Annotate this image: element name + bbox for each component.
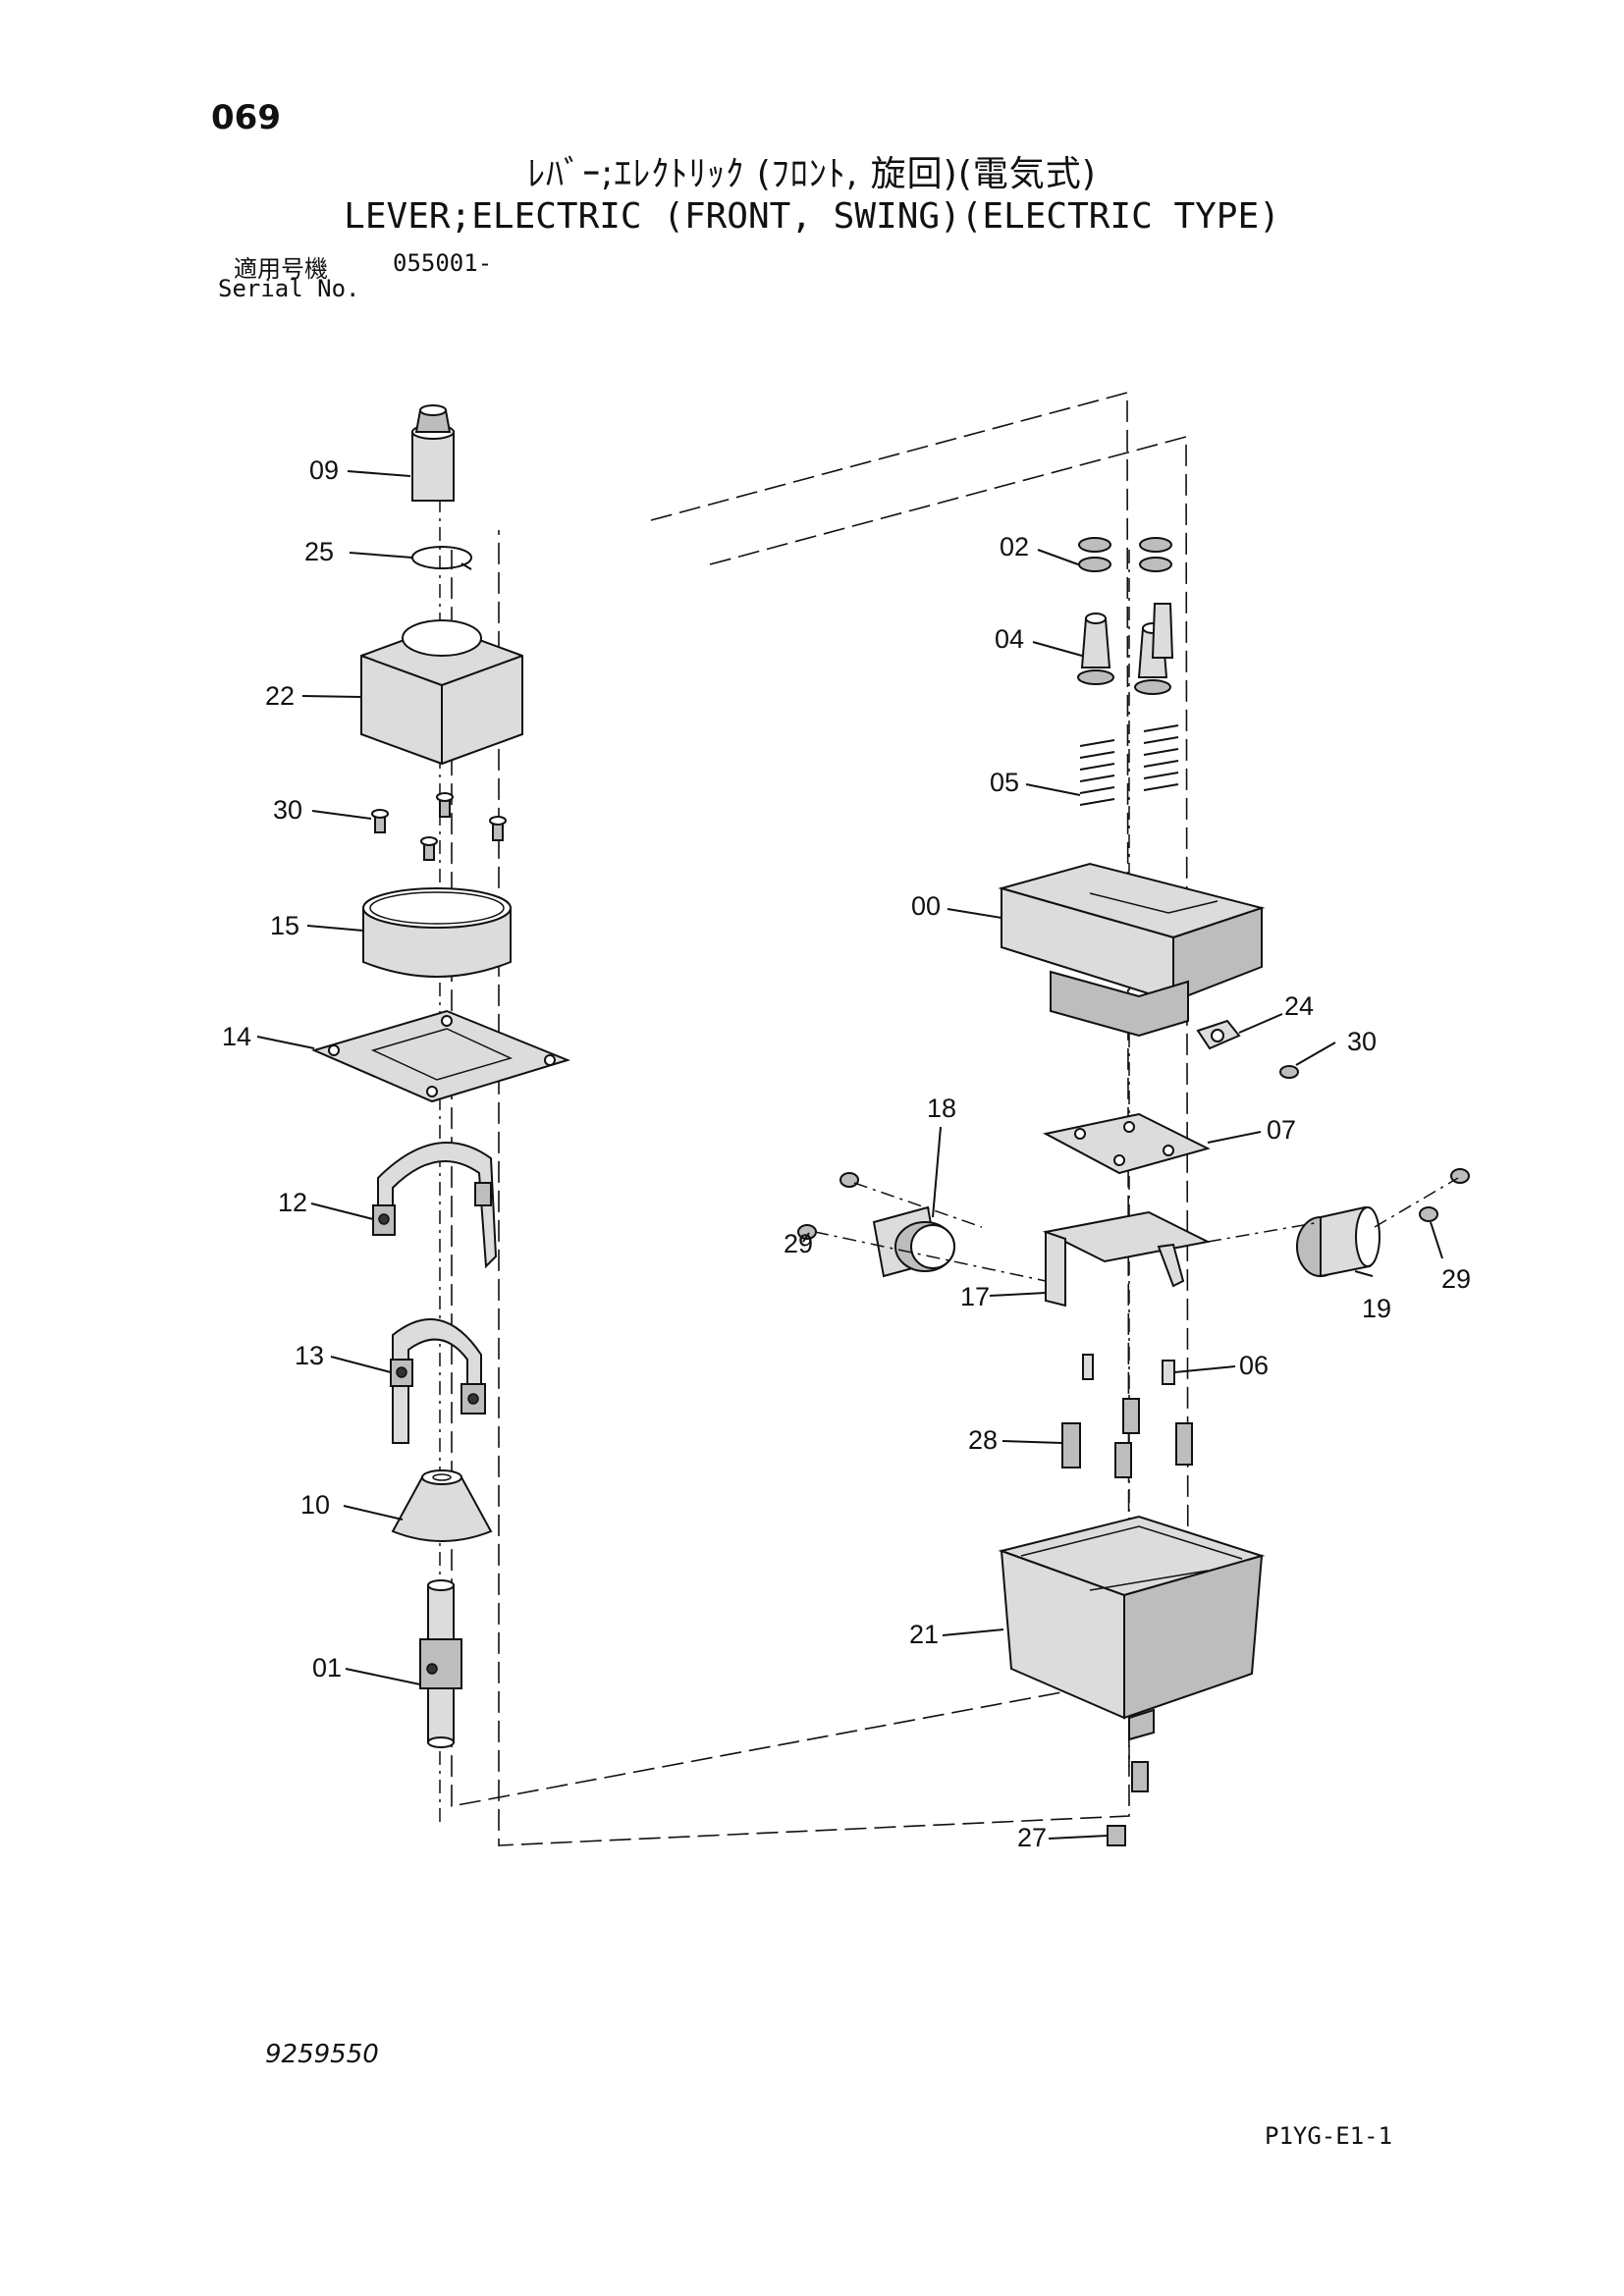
part-14-gasket xyxy=(311,1009,570,1103)
title-japanese: ﾚﾊﾞｰ;ｴﾚｸﾄﾘｯｸ (ﾌﾛﾝﾄ, 旋回)(電気式) xyxy=(527,154,1097,194)
callout-30-right: 30 xyxy=(1347,1027,1377,1056)
part-07-plate xyxy=(1043,1112,1211,1175)
callout-19: 19 xyxy=(1362,1294,1391,1323)
callout-30: 30 xyxy=(273,795,302,825)
part-27-screws xyxy=(1107,1761,1149,1846)
callout-29-right: 29 xyxy=(1441,1264,1471,1294)
title-english: LEVER;ELECTRIC (FRONT, SWING)(ELECTRIC T… xyxy=(344,196,1280,237)
part-15-band xyxy=(362,887,512,978)
part-25-ring xyxy=(411,546,472,570)
callout-15: 15 xyxy=(270,911,299,940)
part-02-seals xyxy=(1078,537,1172,572)
callout-28: 28 xyxy=(968,1425,998,1455)
callout-18: 18 xyxy=(927,1094,956,1123)
callout-12: 12 xyxy=(278,1188,307,1217)
part-10-cone xyxy=(391,1469,493,1542)
part-21-case xyxy=(998,1515,1266,1741)
callout-14: 14 xyxy=(222,1022,251,1051)
callout-02: 02 xyxy=(1000,532,1029,561)
part-05-springs xyxy=(1079,724,1179,806)
part-01-universal-joint xyxy=(419,1579,462,1748)
callout-01: 01 xyxy=(312,1653,342,1682)
part-30-screw-right xyxy=(1279,1065,1299,1079)
part-24-clamp xyxy=(1196,1019,1241,1050)
page-code: P1YG-E1-1 xyxy=(1265,2122,1393,2150)
callout-27: 27 xyxy=(1017,1823,1047,1852)
callout-13: 13 xyxy=(295,1341,324,1370)
serial-number-value: 055001- xyxy=(393,249,493,277)
leader-lines xyxy=(256,470,1459,1840)
callout-10: 10 xyxy=(300,1490,330,1520)
callout-05: 05 xyxy=(990,768,1019,797)
page-number: 069 xyxy=(211,98,281,137)
callout-labels: 09 25 22 30 15 14 12 13 10 01 02 04 05 0… xyxy=(222,455,1471,1852)
callout-22: 22 xyxy=(265,681,295,711)
part-09-knob xyxy=(411,404,455,502)
callout-17: 17 xyxy=(960,1282,990,1311)
callout-24: 24 xyxy=(1284,991,1314,1021)
callout-07: 07 xyxy=(1267,1115,1296,1145)
part-12-yoke xyxy=(372,1142,498,1269)
part-13-yoke-lever xyxy=(390,1318,486,1444)
serial-label-japanese: 適用号機 xyxy=(234,255,328,283)
part-28-cap-screws xyxy=(1061,1398,1193,1478)
callout-00: 00 xyxy=(911,891,941,921)
part-06-pins xyxy=(1082,1354,1175,1385)
part-18-connector xyxy=(872,1205,955,1278)
callout-29: 29 xyxy=(784,1229,813,1258)
callout-09: 09 xyxy=(309,455,339,485)
part-17-bracket xyxy=(1042,1210,1212,1308)
callout-25: 25 xyxy=(304,537,334,566)
document-number: 9259550 xyxy=(265,2040,379,2069)
part-04-plungers xyxy=(1077,603,1174,695)
part-19-connector xyxy=(1296,1205,1380,1278)
callout-04: 04 xyxy=(995,624,1024,654)
part-29-screws xyxy=(797,1168,1470,1240)
part-00-housing xyxy=(998,862,1266,1038)
callout-06: 06 xyxy=(1239,1351,1269,1380)
part-30-screws-left xyxy=(371,792,507,861)
callout-21: 21 xyxy=(909,1620,939,1649)
part-22-boot xyxy=(360,619,523,766)
serial-label-english: Serial No. xyxy=(218,275,360,302)
